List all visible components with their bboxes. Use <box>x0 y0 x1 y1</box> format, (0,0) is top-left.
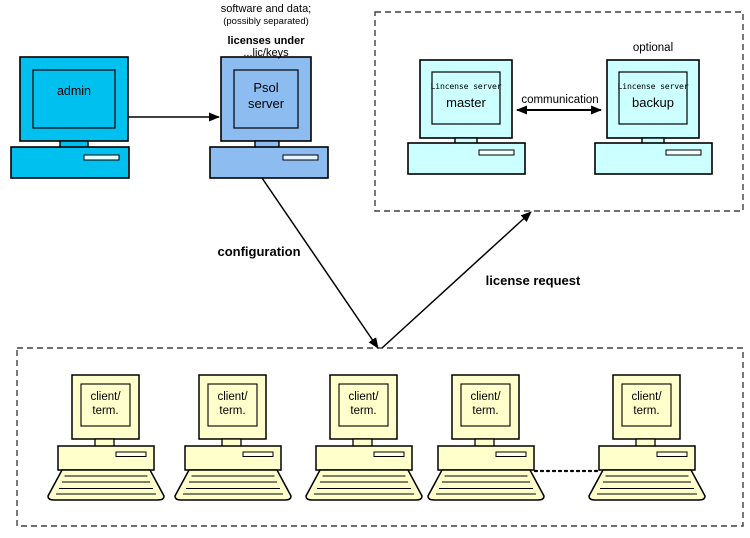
client-screen-label-1-line2: term. <box>92 405 119 417</box>
annotation-optional: optional <box>632 42 674 54</box>
client-terminal-icon-5 <box>588 374 706 501</box>
annotation-software-and-data: software and data; <box>220 3 312 15</box>
annotation-communication: communication <box>521 94 599 106</box>
client-terminal-icon-3 <box>305 374 423 501</box>
annotation-possibly-separated: (possibly separated) <box>223 16 309 27</box>
license-server-backup-icon <box>594 59 713 175</box>
client-screen-label-4-line1: client/ <box>470 391 501 403</box>
arrow-configuration <box>261 177 379 349</box>
client-screen-label-5-line1: client/ <box>631 391 662 403</box>
psol-screen-label-line2: server <box>247 96 285 111</box>
client-screen-label-4-line2: term. <box>472 405 499 417</box>
client-terminal-icon-1 <box>47 374 165 501</box>
license-backup-screen-label: backup <box>632 95 674 110</box>
arrow-license-request <box>381 211 532 349</box>
psol-server-computer-icon <box>209 56 329 179</box>
annotation-configuration: configuration <box>217 244 301 259</box>
client-terminal-icon-4 <box>427 374 545 501</box>
client-screen-label-2-line1: client/ <box>217 391 248 403</box>
annotation-lic-keys-path: ...lic/keys <box>243 47 289 59</box>
psol-screen-label-line1: Psol <box>253 80 279 95</box>
client-screen-label-5-line2: term. <box>633 405 660 417</box>
annotation-license-request: license request <box>485 273 581 288</box>
client-terminal-group-box <box>16 347 744 527</box>
client-screen-label-1-line1: client/ <box>90 391 121 403</box>
admin-screen-label: admin <box>56 84 92 98</box>
license-master-screen-label: master <box>446 95 486 110</box>
client-screen-label-2-line2: term. <box>219 405 246 417</box>
admin-computer-icon <box>10 56 130 179</box>
license-server-group-box <box>374 11 744 212</box>
license-master-screen-sublabel: Lincense server <box>430 81 502 91</box>
client-screen-label-3-line1: client/ <box>348 391 379 403</box>
client-terminal-icon-2 <box>174 374 292 501</box>
annotation-licenses-under: licenses under <box>227 35 305 47</box>
client-screen-label-3-line2: term. <box>350 405 377 417</box>
license-backup-screen-sublabel: Lincense server <box>617 81 689 91</box>
license-server-master-icon <box>407 59 526 175</box>
